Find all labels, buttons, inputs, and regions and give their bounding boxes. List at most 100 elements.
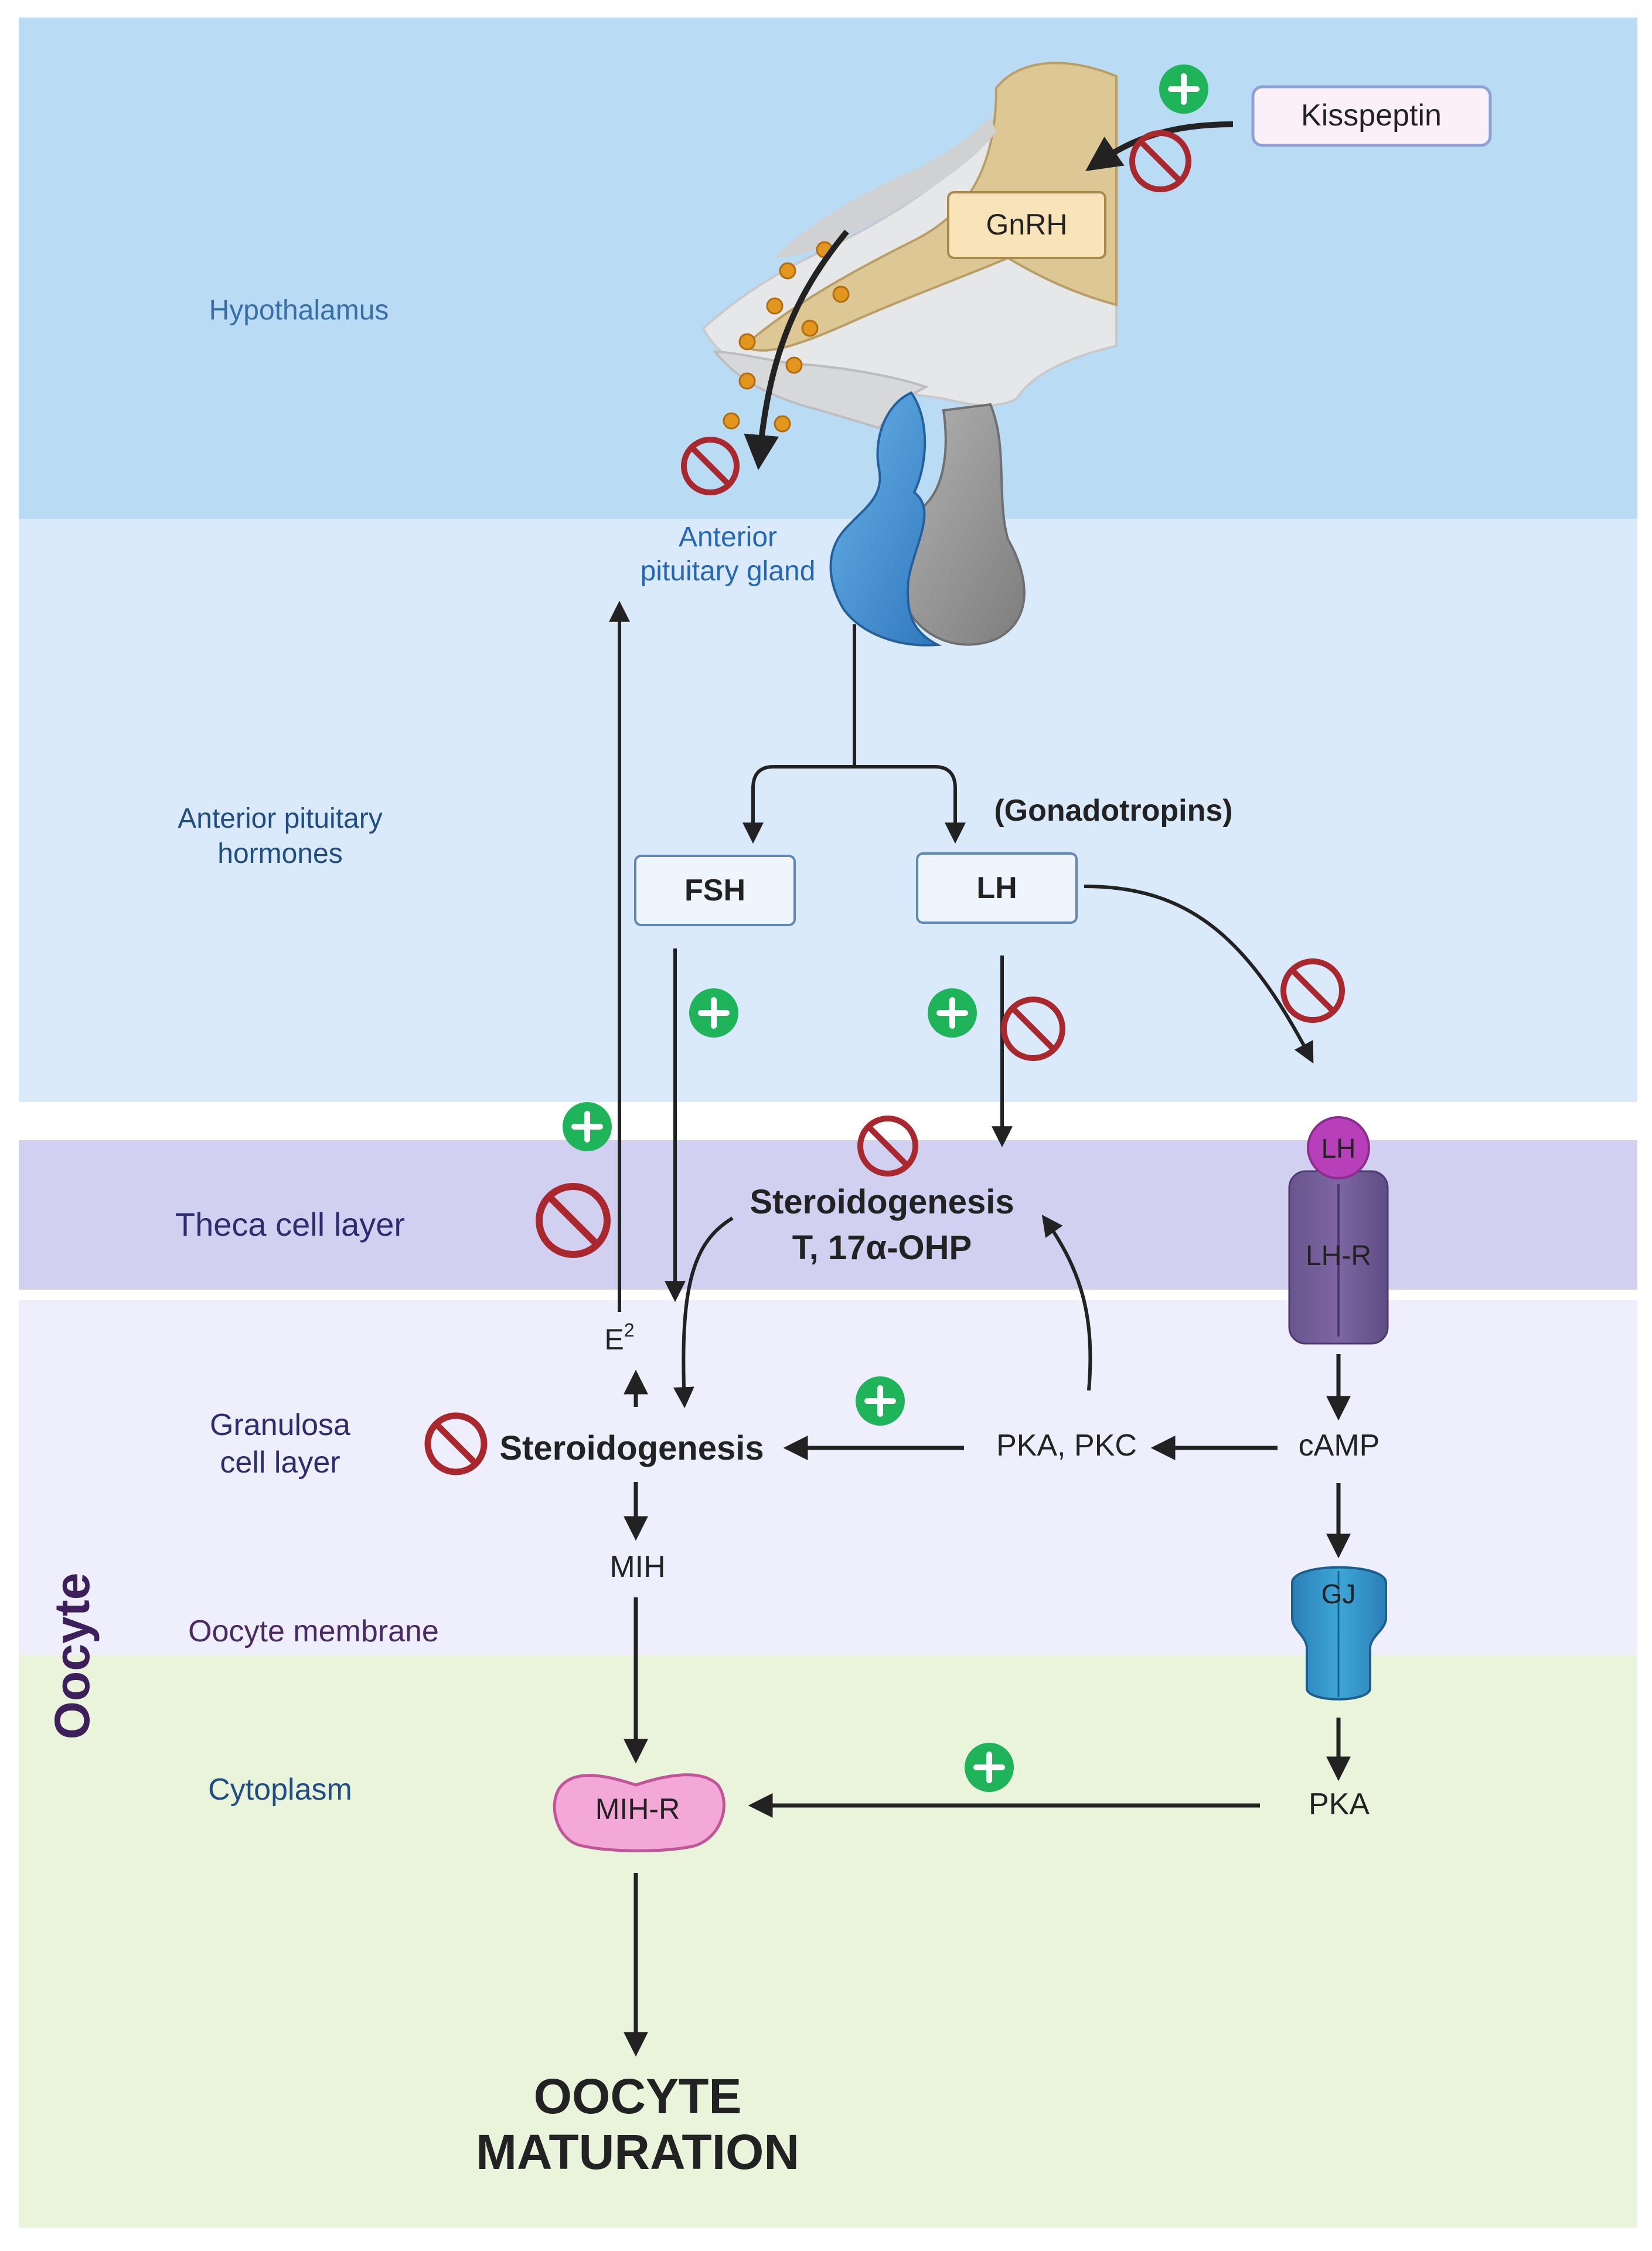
outcome-label-2: MATURATION — [476, 2124, 799, 2179]
vesicle — [785, 356, 803, 374]
prohibited-slash — [689, 445, 731, 487]
kisspeptin-box — [1251, 85, 1492, 147]
pituitary-gland-illustration — [829, 391, 1026, 647]
granulosa-label-1: Granulosa — [210, 1408, 350, 1442]
prohibited-slash — [866, 1124, 910, 1168]
prohibited-icon — [536, 1183, 611, 1258]
granulosa-steroidogenesis-label: Steroidogenesis — [499, 1429, 764, 1467]
pka-label: PKA — [1309, 1787, 1370, 1821]
anterior-pituitary-gland-label-1: Anterior — [679, 522, 777, 553]
camp-label: cAMP — [1299, 1429, 1380, 1463]
pka-pkc-to-theca-arrow — [1041, 1215, 1092, 1391]
vesicle — [766, 297, 784, 315]
vesicle — [832, 285, 850, 303]
prohibited-icon — [1280, 958, 1345, 1023]
fsh-box — [634, 855, 796, 926]
mih-receptor-label: MIH-R — [595, 1793, 680, 1825]
prohibited-slash — [434, 1422, 478, 1466]
cytoplasm-label: Cytoplasm — [208, 1773, 352, 1807]
kisspeptin-label: Kisspeptin — [1301, 98, 1442, 132]
prohibited-ring — [681, 437, 740, 495]
vesicle — [774, 415, 791, 433]
prohibited-ring — [1001, 997, 1065, 1061]
prohibited-ring — [536, 1183, 611, 1258]
theca-cell-layer-label: Theca cell layer — [175, 1206, 405, 1243]
plus-circle-icon — [689, 988, 738, 1038]
lh-receptor-label: LH-R — [1306, 1240, 1371, 1271]
e2-base: E — [604, 1323, 624, 1356]
hypothalamus-upper-gray — [774, 117, 996, 258]
theca-steroidogenesis-label-2: T, 17α-OHP — [792, 1229, 972, 1267]
prohibited-ring — [857, 1116, 918, 1176]
plus-glyph — [864, 1385, 896, 1417]
mih-receptor-shape — [553, 1773, 725, 1852]
vesicle — [723, 412, 740, 430]
plus-glyph — [1168, 73, 1200, 105]
pituitary-band — [19, 519, 1637, 1102]
posterior-pituitary-gray — [898, 403, 1026, 646]
gnrh-label: GnRH — [986, 208, 1068, 241]
lh-label: LH — [976, 871, 1017, 905]
plus-circle-icon — [563, 1102, 612, 1151]
prohibited-icon — [424, 1412, 488, 1475]
theca-steroidogenesis-label-1: Steroidogenesis — [750, 1183, 1014, 1221]
plus-glyph — [936, 997, 968, 1029]
plus-circle-icon — [856, 1376, 905, 1426]
hypothalamus-tan-region — [742, 62, 1118, 352]
pka-pkc-label: PKA, PKC — [996, 1429, 1137, 1463]
gap-junction-label: GJ — [1321, 1579, 1356, 1609]
plus-circle-icon — [928, 988, 977, 1038]
plus-glyph — [698, 997, 730, 1029]
e2-superscript: 2 — [624, 1320, 635, 1341]
prohibited-ring — [424, 1412, 488, 1475]
prohibited-slash — [1138, 139, 1183, 183]
prohibited-icon — [1001, 997, 1065, 1061]
gnrh-box — [947, 191, 1106, 259]
e2-label: E2 — [604, 1320, 634, 1356]
mih-label: MIH — [609, 1550, 665, 1584]
plus-glyph — [973, 1752, 1005, 1783]
vesicle — [738, 372, 756, 390]
prohibited-icon — [857, 1116, 918, 1176]
prohibited-icon — [1129, 130, 1191, 192]
lh-ligand-label: LH — [1321, 1133, 1356, 1164]
gap-junction — [1291, 1566, 1387, 1701]
anterior-pituitary-gland-label-2: pituitary gland — [641, 556, 816, 587]
gonadotropins-label: (Gonadotropins) — [994, 794, 1232, 828]
background-bands — [19, 18, 1637, 2228]
hypothalamus-label: Hypothalamus — [209, 295, 389, 326]
lh-to-receptor-arrow — [1084, 885, 1314, 1064]
lh-ligand-circle — [1307, 1116, 1370, 1179]
prohibited-ring — [1280, 958, 1345, 1023]
prohibited-ring — [1129, 130, 1191, 192]
prohibited-slash — [1290, 968, 1336, 1014]
plus-circle-icon — [965, 1743, 1014, 1792]
anterior-pituitary-hormones-label-1: Anterior pituitary — [178, 803, 382, 834]
to-lh-arrow — [854, 765, 966, 844]
prohibited-slash — [1010, 1006, 1056, 1052]
outcome-label-1: OOCYTE — [534, 2069, 742, 2124]
oocyte-side-label: Oocyte — [45, 1573, 100, 1740]
vesicle — [779, 262, 796, 280]
oocyte-membrane-label: Oocyte membrane — [188, 1614, 439, 1648]
to-fsh-arrow — [742, 765, 854, 844]
lh-receptor — [1288, 1116, 1389, 1345]
fsh-label: FSH — [684, 873, 745, 907]
anterior-pituitary-hormones-label-2: hormones — [217, 838, 342, 869]
prohibited-slash — [546, 1193, 600, 1247]
plus-glyph — [571, 1111, 603, 1142]
vesicle — [738, 333, 756, 351]
plus-circle-icon — [1159, 64, 1208, 114]
anterior-pituitary-blue — [829, 391, 942, 647]
theca-to-granulosa-arrow — [673, 1216, 734, 1409]
gnrh-release-arrow — [744, 229, 849, 470]
granulosa-label-2: cell layer — [220, 1446, 340, 1480]
vesicle — [801, 319, 819, 337]
lh-box — [916, 852, 1078, 924]
cytoplasm-band — [19, 1655, 1637, 2228]
hypothalamus-gray-stalk — [712, 350, 929, 430]
gnrh-vesicles — [723, 241, 850, 433]
prohibited-icon — [681, 437, 740, 495]
